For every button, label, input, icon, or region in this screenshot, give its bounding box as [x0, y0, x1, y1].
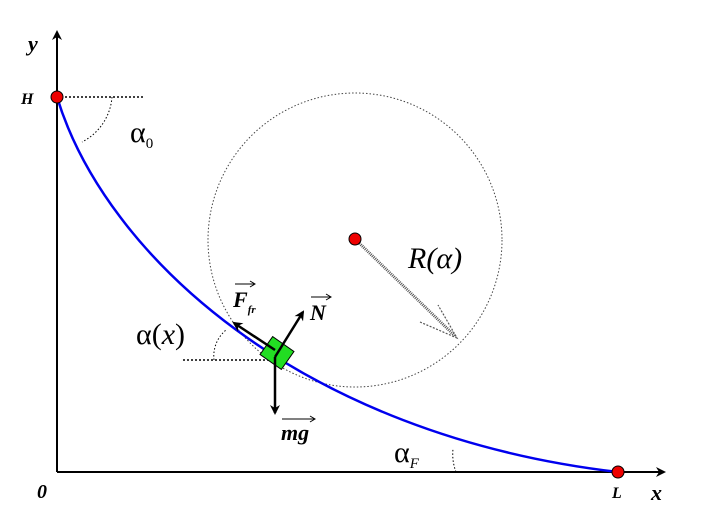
alpha-x-arc [213, 329, 227, 361]
alpha-x-label: α(x) [136, 318, 185, 351]
h-label: H [20, 91, 34, 108]
normal-label: N [309, 300, 327, 325]
alpha0-label: α0 [130, 116, 153, 152]
normal-vector [273, 310, 305, 358]
alphaF-label: αF [394, 436, 420, 472]
x-axis-label: x [650, 480, 662, 505]
point-l [611, 465, 625, 479]
friction-vector [232, 321, 276, 352]
radius-label: R(α) [407, 242, 462, 275]
point-h [50, 90, 64, 104]
y-axis-label: y [25, 31, 38, 56]
gravity-label: mg [281, 420, 309, 445]
friction-label: Ffr [232, 287, 256, 316]
slide-curve [55, 96, 619, 474]
alpha0-arc [81, 96, 113, 143]
vector-overbars [235, 280, 332, 423]
alphaF-arc [452, 448, 457, 473]
origin-label: 0 [37, 481, 47, 503]
curvature-center-point [348, 232, 362, 246]
l-label: L [611, 485, 622, 502]
curvature-circle [207, 92, 503, 388]
radius-arrow [353, 237, 459, 340]
